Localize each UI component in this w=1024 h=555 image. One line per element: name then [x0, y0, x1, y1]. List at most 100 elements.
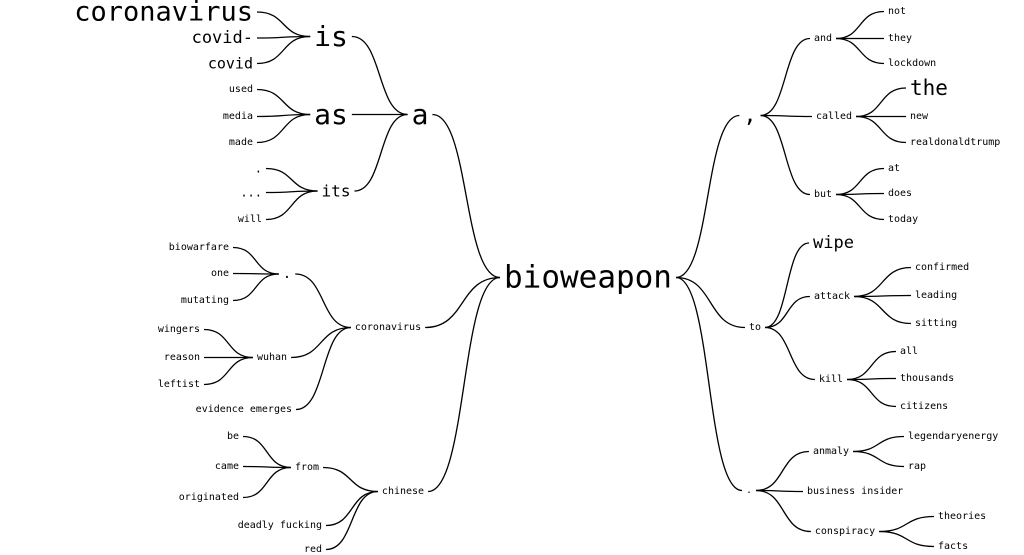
- tree-edge-chinese-from: [323, 466, 378, 493]
- tree-edge-anmaly-rap: [853, 450, 905, 468]
- node-they: they: [888, 33, 912, 44]
- root-word: bioweapon: [504, 260, 672, 296]
- node-citizens: citizens: [900, 401, 948, 412]
- tree-edge-coronavirus2-dot2: [295, 273, 351, 329]
- node-conspiracy: conspiracy: [815, 526, 875, 537]
- tree-edge-coronavirus2-evidence: [295, 326, 351, 411]
- tree-edge-anmaly-legendary: [853, 435, 905, 453]
- tree-edge-dot2-biowarfare: [232, 246, 279, 275]
- node-new: new: [910, 111, 929, 122]
- tree-edge-called-the: [856, 87, 907, 118]
- tree-edge-dot2-mutating: [232, 273, 279, 302]
- tree-edge-a-its: [354, 113, 408, 192]
- tree-edge-kill-citizens: [847, 378, 897, 408]
- node-sitting: sitting: [915, 318, 957, 329]
- node-made: made: [229, 137, 253, 148]
- node-leading: leading: [915, 290, 957, 301]
- tree-edge-as-made: [256, 113, 311, 144]
- node-is: is: [314, 20, 348, 53]
- tree-edge-wuhan-wingers: [203, 328, 253, 359]
- tree-edge-dot3-anmaly: [756, 450, 809, 492]
- tree-edge-root-a: [432, 113, 501, 279]
- node-anmaly: anmaly: [813, 446, 849, 457]
- node-one: one: [211, 268, 229, 279]
- node-ellipsis: ...: [240, 186, 262, 200]
- tree-edge-to-kill: [764, 326, 815, 381]
- node-covid: covid: [208, 55, 253, 73]
- tree-edge-dot2-one: [232, 272, 279, 275]
- node-dot-coronavirus: .: [283, 266, 291, 282]
- node-business-insider: business insider: [807, 486, 903, 497]
- tree-edge-comma-and: [760, 37, 811, 117]
- node-called: called: [816, 111, 852, 122]
- tree-edge-is-covid: [256, 35, 311, 65]
- node-all: all: [900, 346, 918, 357]
- node-lockdown: lockdown: [888, 58, 936, 69]
- tree-edge-kill-all: [847, 350, 897, 381]
- node-kill: kill: [819, 374, 843, 385]
- tree-edge-root-coronavirus2: [425, 276, 501, 329]
- tree-edge-is-coronavirus1: [256, 11, 311, 38]
- node-originated: originated: [179, 492, 239, 503]
- tree-edge-and-not: [836, 10, 885, 40]
- tree-edge-as-used: [256, 88, 311, 116]
- node-realdonaldtrump: realdonaldtrump: [910, 137, 1000, 148]
- node-from: from: [295, 462, 319, 473]
- tree-edge-root-to: [675, 276, 745, 329]
- node-will: will: [238, 214, 262, 225]
- node-red: red: [304, 544, 322, 555]
- node-comma: ,: [743, 103, 756, 128]
- node-as: as: [314, 98, 348, 131]
- node-biowarfare: biowarfare: [169, 242, 229, 253]
- tree-edge-wuhan-leftist: [203, 356, 253, 386]
- tree-edge-a-is: [351, 35, 408, 116]
- node-media: media: [223, 111, 253, 122]
- tree-edge-conspiracy-facts: [879, 530, 935, 548]
- tree-edge-to-wipe: [764, 242, 810, 329]
- node-a: a: [412, 98, 429, 131]
- node-wingers: wingers: [158, 324, 200, 335]
- node-legendaryenergy: legendaryenergy: [908, 431, 998, 442]
- node-evidence-emerges: evidence emerges: [196, 404, 292, 415]
- node-but: but: [814, 189, 832, 200]
- node-not: not: [888, 6, 906, 17]
- node-dot-its: .: [255, 162, 262, 176]
- node-leftist: leftist: [158, 379, 200, 390]
- tree-edge-coronavirus2-wuhan: [291, 326, 351, 359]
- tree-edges: [203, 10, 935, 551]
- node-confirmed: confirmed: [915, 262, 969, 273]
- node-mutating: mutating: [181, 295, 229, 306]
- node-attack: attack: [814, 291, 850, 302]
- node-theories: theories: [938, 511, 986, 522]
- node-wuhan: wuhan: [257, 352, 287, 363]
- tree-edge-and-lockdown: [836, 37, 885, 65]
- node-today: today: [888, 214, 918, 225]
- node-and: and: [814, 33, 832, 44]
- tree-labels: bioweapon a is coronavirus covid- covid …: [74, 0, 1000, 555]
- tree-edge-called-trump: [856, 115, 907, 144]
- node-to: to: [749, 322, 761, 333]
- tree-edge-conspiracy-theories: [879, 515, 935, 533]
- node-came: came: [215, 461, 239, 472]
- tree-edge-root-comma: [675, 114, 740, 279]
- node-reason: reason: [164, 352, 200, 363]
- tree-edge-but-at: [836, 167, 885, 196]
- tree-edge-dot3-conspiracy: [756, 489, 811, 533]
- tree-edge-comma-but: [760, 114, 811, 196]
- node-thousands: thousands: [900, 373, 954, 384]
- tree-edge-root-chinese: [428, 276, 501, 493]
- tree-edge-but-today: [836, 193, 885, 221]
- tree-edge-to-attack: [765, 295, 810, 329]
- tree-edge-its-will: [265, 190, 318, 221]
- node-does: does: [888, 188, 912, 199]
- tree-edge-its-dot1: [265, 167, 318, 192]
- tree-edge-chinese-red: [325, 490, 378, 551]
- node-rap: rap: [908, 461, 926, 472]
- tree-edge-attack-sitting: [854, 295, 912, 325]
- tree-edge-attack-confirmed: [854, 266, 912, 298]
- node-coronavirus-top: coronavirus: [74, 0, 253, 28]
- tree-edge-root-dot3: [675, 276, 743, 492]
- node-dot-right: .: [746, 485, 752, 496]
- node-covid-dash: covid-: [192, 28, 253, 48]
